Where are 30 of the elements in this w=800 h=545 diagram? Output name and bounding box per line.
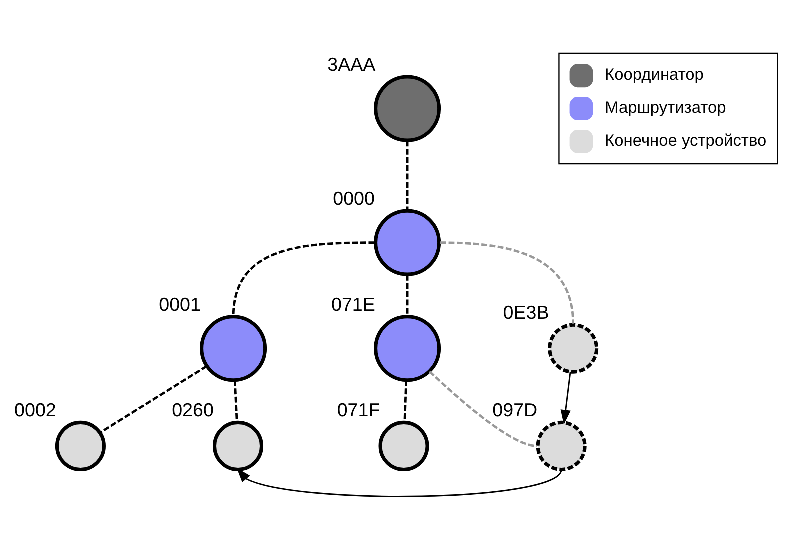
connector bbox=[440, 241, 574, 324]
connector bbox=[406, 274, 408, 316]
connector bbox=[233, 380, 238, 422]
node-label: 0002 bbox=[14, 399, 56, 420]
connector bbox=[428, 370, 537, 447]
node-label: 0000 bbox=[332, 187, 374, 208]
legend-label: Координатор bbox=[604, 66, 704, 84]
connector bbox=[403, 380, 408, 422]
node-circle bbox=[374, 208, 441, 276]
node-label: 0E3B bbox=[502, 301, 549, 322]
node-label: 097D bbox=[492, 399, 538, 420]
node-circle bbox=[374, 74, 441, 142]
node-circle bbox=[54, 420, 106, 471]
node-circle bbox=[200, 314, 267, 382]
node-circle bbox=[374, 314, 441, 382]
arrow bbox=[560, 372, 571, 424]
node-label: 0001 bbox=[158, 293, 200, 314]
connector bbox=[406, 140, 408, 210]
node-circle bbox=[536, 420, 586, 471]
legend-label: Маршрутизатор bbox=[604, 98, 726, 117]
legend-label: Конечное устройство bbox=[604, 132, 766, 150]
node-label: 071E bbox=[331, 293, 375, 314]
node-circle bbox=[548, 322, 598, 374]
node-circle bbox=[212, 420, 264, 471]
connector bbox=[232, 241, 374, 316]
node-circle bbox=[378, 420, 429, 471]
node-label: 0260 bbox=[172, 399, 214, 420]
node-label: 3AAA bbox=[327, 53, 376, 74]
connector bbox=[99, 364, 208, 434]
node-label: 071F bbox=[336, 399, 380, 420]
